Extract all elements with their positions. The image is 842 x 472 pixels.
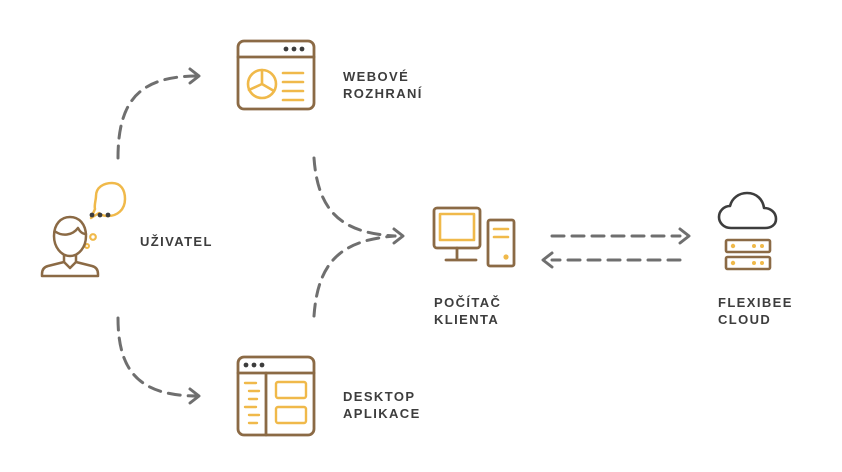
label-web-interface: WEBOVÉ ROZHRANÍ [343, 68, 423, 102]
arrow-web-to-client [312, 156, 397, 238]
label-user: UŽIVATEL [140, 233, 213, 250]
label-user-text: UŽIVATEL [140, 234, 213, 249]
arrow-desktop-to-client [312, 234, 397, 318]
arrowhead-desktop [188, 387, 201, 405]
cloud-server-icon [717, 191, 778, 271]
label-client-line2: KLIENTA [434, 312, 500, 327]
pie-chart-icon [246, 68, 278, 100]
arrow-user-to-desktop [116, 316, 200, 398]
label-web-line2: ROZHRANÍ [343, 86, 423, 101]
label-cloud-line2: CLOUD [718, 312, 772, 327]
label-client-computer: POČÍTAČ KLIENTA [434, 294, 501, 328]
label-desktop-app: DESKTOP APLIKACE [343, 388, 421, 422]
arrowheads [188, 67, 691, 405]
label-web-line1: WEBOVÉ [343, 69, 410, 84]
arrowhead-cloud [678, 227, 691, 245]
label-cloud-line1: FLEXIBEE [718, 295, 793, 310]
speech-bubble [89, 181, 127, 220]
cloud-icon [717, 191, 778, 230]
computer-icon [432, 206, 516, 268]
arrowhead-web [188, 67, 201, 85]
label-desktop-line2: APLIKACE [343, 406, 421, 421]
browser-window-icon [236, 39, 316, 111]
arrowhead-client-back [541, 251, 554, 269]
label-flexibee-cloud: FLEXIBEE CLOUD [718, 294, 793, 328]
label-desktop-line1: DESKTOP [343, 389, 416, 404]
connectors [116, 74, 682, 398]
desktop-app-icon [236, 355, 316, 437]
arrow-user-to-web [116, 74, 200, 160]
user-icon [40, 181, 127, 278]
arrowhead-client [392, 227, 405, 245]
label-client-line1: POČÍTAČ [434, 295, 502, 310]
